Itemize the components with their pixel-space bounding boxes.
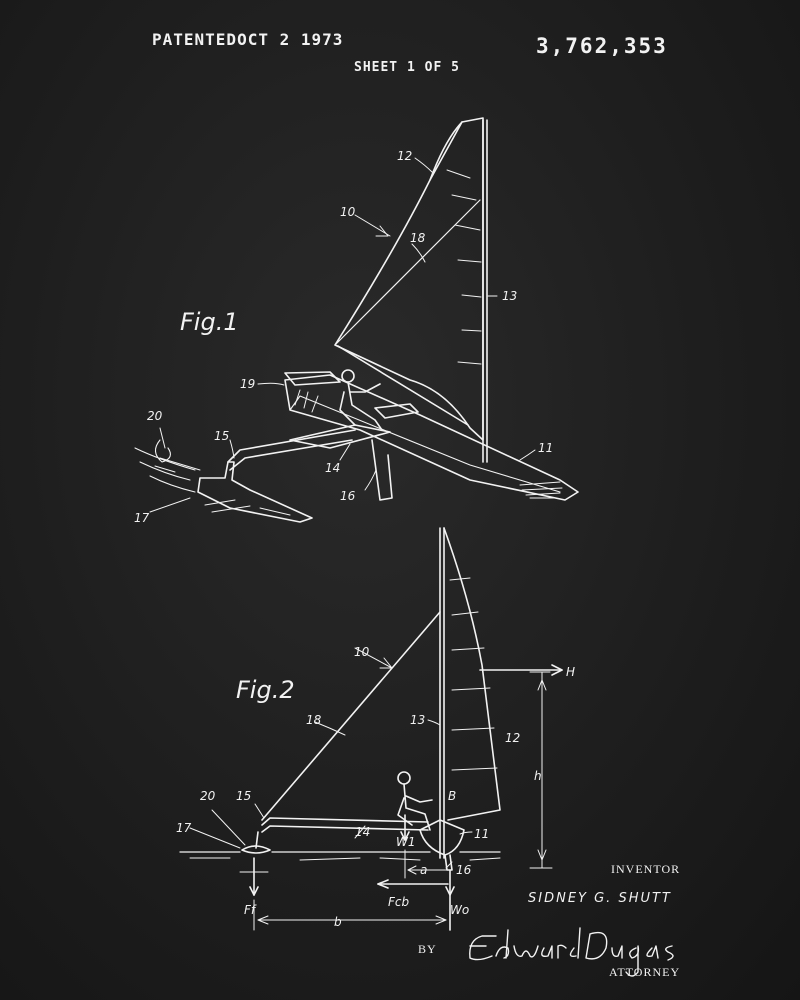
fig2-ref-13: 13 [410,713,425,727]
patented-date: PATENTEDOCT 2 1973 [152,30,344,49]
fig2-ref-17: 17 [176,821,192,835]
figure-1-label: Fig.1 [180,308,239,336]
sheet-number: SHEET 1 OF 5 [354,60,460,75]
fig2-ref-14: 14 [355,825,370,839]
symbol-a: a [420,863,427,877]
symbol-b: b [334,915,342,929]
inventor-name: SIDNEY G. SHUTT [528,891,672,906]
attorney-signature [469,927,674,977]
symbol-W1: W1 [396,835,416,849]
symbol-B: B [448,789,456,803]
symbol-Wo: Wo [450,903,469,917]
fig2-ref-16: 16 [456,863,472,877]
fig2-ref-18: 18 [306,713,322,727]
fig1-ref-19: 19 [240,377,255,391]
fig1-ref-13: 13 [502,289,517,303]
symbol-h: h [534,769,542,783]
figure-2-label: Fig.2 [236,676,295,704]
fig2-ref-15: 15 [236,789,251,803]
fig1-ref-14: 14 [325,461,340,475]
fig1-ref-16: 16 [340,489,356,503]
fig1-ref-12: 12 [397,149,412,163]
fig2-ref-12: 12 [505,731,520,745]
symbol-Fcb: Fcb [388,895,410,909]
fig1-ref-11: 11 [538,441,553,455]
fig2-ref-11: 11 [474,827,489,841]
fig2-ref-20: 20 [200,789,216,803]
inventor-title: INVENTOR [611,862,681,876]
fig1-ref-15: 15 [214,429,229,443]
attorney-title: ATTORNEY [609,965,681,979]
patent-number: 3,762,353 [536,34,668,58]
fig1-ref-18: 18 [410,231,426,245]
fig1-ref-10: 10 [340,205,356,219]
symbol-Ff: Ff [244,903,257,917]
figure-2-drawing [179,527,563,931]
fig1-ref-20: 20 [147,409,163,423]
by-label: BY [418,942,437,956]
symbol-H: H [566,665,575,679]
figure-1-drawing [134,117,579,523]
fig1-ref-17: 17 [134,511,150,525]
fig2-ref-10: 10 [354,645,370,659]
